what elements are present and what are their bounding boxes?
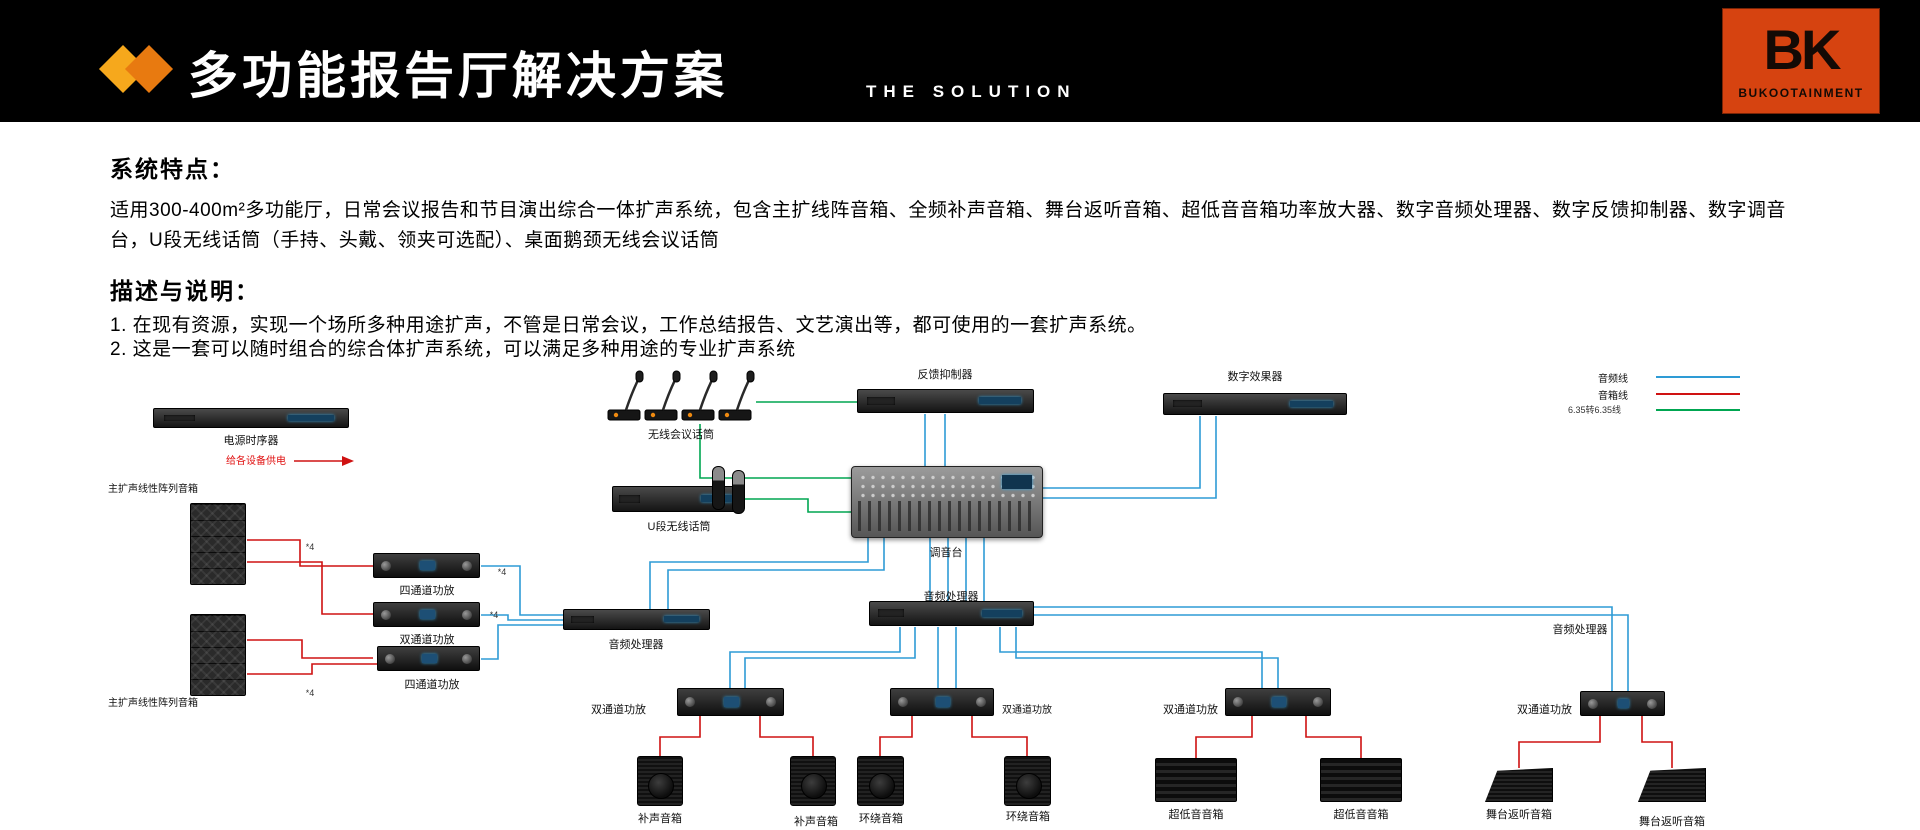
legend-line-635 xyxy=(1656,409,1740,411)
handheld-mic-icon xyxy=(732,470,745,514)
dual-amp-device xyxy=(890,688,994,716)
quad-amp-device xyxy=(377,646,480,671)
amp-led-icon xyxy=(1617,698,1630,709)
multiplier-note: *4 xyxy=(305,542,315,552)
dual-amp-device xyxy=(677,688,784,716)
wireless-conference-mic-cluster xyxy=(606,368,756,422)
mixer-screen-icon xyxy=(1002,475,1032,489)
legend-label-635: 6.35转6.35线 xyxy=(1568,405,1622,415)
line-array-speaker xyxy=(190,614,246,696)
header-bar: 多功能报告厅解决方案 THE SOLUTION BK BUKOOTAINMENT xyxy=(0,0,1920,122)
line-array-bottom-label: 主扩声线性阵列音箱 xyxy=(108,698,198,709)
stage-monitor-label: 舞台返听音箱 xyxy=(1486,809,1552,821)
dual-amp-label: 双通道功放 xyxy=(399,634,455,646)
dual-amp-label: 双通道功放 xyxy=(1002,705,1052,716)
fill-speaker xyxy=(790,756,836,806)
description-heading: 描述与说明： xyxy=(110,278,260,304)
fill-speaker-label: 补声音箱 xyxy=(638,813,682,825)
stage-monitor-speaker xyxy=(1485,768,1553,802)
amp-led-icon xyxy=(1271,696,1287,708)
dual-amp-label: 双通道功放 xyxy=(1517,704,1572,716)
subwoofer-label: 超低音音箱 xyxy=(1168,809,1224,821)
legend-line-speaker xyxy=(1656,393,1740,395)
mixer-label: 调音台 xyxy=(929,547,963,559)
power-arrow-icon xyxy=(342,456,354,466)
description-item-1: 1. 在现有资源，实现一个场所多种用途扩声，不管是日常会议，工作总结报告、文艺演… xyxy=(110,315,1147,336)
line-array-speaker xyxy=(190,503,246,585)
line-array-top-label: 主扩声线性阵列音箱 xyxy=(108,484,198,495)
legend-line-audio xyxy=(1656,376,1740,378)
subwoofer-label: 超低音音箱 xyxy=(1333,809,1389,821)
feedback-suppressor-label: 反馈抑制器 xyxy=(917,369,973,381)
diamond-logo-icon xyxy=(124,44,174,94)
quad-amp-label: 四通道功放 xyxy=(399,585,455,597)
amp-led-icon xyxy=(422,653,437,664)
surround-speaker-label: 环绕音箱 xyxy=(1006,811,1050,823)
stage-monitor-speaker xyxy=(1638,768,1706,802)
mixer-console xyxy=(851,466,1043,538)
dual-amp-label: 双通道功放 xyxy=(1163,704,1218,716)
audio-processor-left-device xyxy=(563,609,710,630)
multiplier-note: *4 xyxy=(497,567,507,577)
dual-amp-device xyxy=(1225,688,1331,716)
surround-speaker xyxy=(857,756,904,806)
audio-processor-center-device xyxy=(869,601,1034,626)
handheld-mic-icon xyxy=(712,466,725,510)
audio-processor-center-label: 音频处理器 xyxy=(923,591,979,603)
amp-led-icon xyxy=(935,696,951,708)
dual-amp-device xyxy=(1580,691,1665,716)
features-heading: 系统特点： xyxy=(110,156,235,182)
brand-logo-name: BUKOOTAINMENT xyxy=(1738,86,1864,100)
stage-monitor-label: 舞台返听音箱 xyxy=(1639,816,1705,828)
power-sequencer-label: 电源时序器 xyxy=(223,435,279,447)
dual-amp-label: 双通道功放 xyxy=(591,704,646,716)
audio-processor-right-label: 音频处理器 xyxy=(1552,624,1608,636)
subwoofer-speaker xyxy=(1320,758,1402,802)
amp-led-icon xyxy=(420,560,435,571)
audio-processor-left-label: 音频处理器 xyxy=(608,639,664,651)
dual-amp-device xyxy=(373,602,480,627)
multiplier-note: *4 xyxy=(305,688,315,698)
digital-effects-label: 数字效果器 xyxy=(1227,371,1283,383)
quad-amp-device xyxy=(373,553,480,578)
gooseneck-mic-icon xyxy=(607,370,644,421)
brand-logo-mark: BK xyxy=(1763,18,1842,81)
multiplier-note: *4 xyxy=(489,610,499,620)
page-title: 多功能报告厅解决方案 xyxy=(188,48,728,104)
description-item-2: 2. 这是一套可以随时组合的综合体扩声系统，可以满足多种用途的专业扩声系统 xyxy=(110,339,796,360)
feedback-suppressor-device xyxy=(857,389,1034,413)
power-note-label: 给各设备供电 xyxy=(226,456,286,467)
legend-label-audio: 音频线 xyxy=(1598,374,1628,385)
amp-led-icon xyxy=(724,696,739,708)
quad-amp-label: 四通道功放 xyxy=(404,679,460,691)
power-sequencer-device xyxy=(153,408,349,428)
digital-effects-device xyxy=(1163,393,1347,415)
features-paragraph: 适用300-400m²多功能厅，日常会议报告和节目演出综合一体扩声系统，包含主扩… xyxy=(110,200,1786,252)
page-subtitle: THE SOLUTION xyxy=(866,82,1077,101)
subwoofer-speaker xyxy=(1155,758,1237,802)
surround-speaker xyxy=(1004,756,1051,806)
brand-logo: BK BUKOOTAINMENT xyxy=(1722,8,1880,114)
wireless-conference-mic-label: 无线会议话筒 xyxy=(648,429,714,441)
uhf-wireless-mic-label: U段无线话筒 xyxy=(647,521,711,533)
legend-label-speaker: 音箱线 xyxy=(1598,391,1628,402)
fill-speaker xyxy=(637,756,683,806)
surround-speaker-label: 环绕音箱 xyxy=(859,813,903,825)
amp-led-icon xyxy=(420,609,435,620)
fill-speaker-label: 补声音箱 xyxy=(794,816,838,828)
